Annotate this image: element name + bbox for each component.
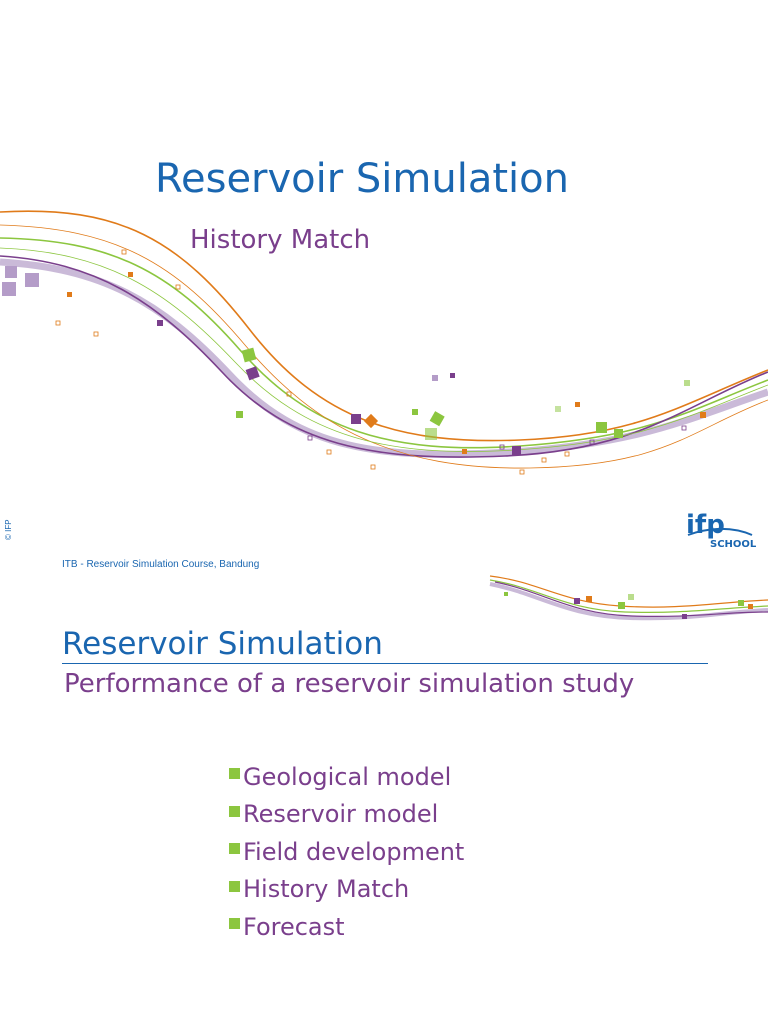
logo-sub: SCHOOL <box>710 539 757 550</box>
ifp-logo-icon: ifp SCHOOL <box>686 510 757 550</box>
title-divider <box>62 663 708 664</box>
bullet-item: Forecast <box>229 908 464 946</box>
slide-title: Reservoir Simulation <box>62 626 383 662</box>
bullet-item: History Match <box>229 871 464 909</box>
title-slide: Reservoir Simulation History Match © IFP… <box>0 156 768 570</box>
decorative-wave-graphic <box>489 575 768 621</box>
bullet-item: Field development <box>229 833 464 871</box>
bullet-item: Geological model <box>229 758 464 796</box>
slide-subtitle: History Match <box>190 225 371 255</box>
slide-title: Reservoir Simulation <box>155 156 569 202</box>
bullet-item: Reservoir model <box>229 796 464 834</box>
bullet-square-icon <box>229 880 240 892</box>
slide-footer: ITB - Reservoir Simulation Course, Bandu… <box>62 559 260 570</box>
bullet-square-icon <box>229 918 240 930</box>
bullet-list: Geological model Reservoir model Field d… <box>229 758 464 946</box>
decorative-wave-graphic <box>0 210 768 475</box>
bullet-square-icon <box>229 843 240 855</box>
copyright-label: © IFP <box>4 519 13 540</box>
slide-subtitle: Performance of a reservoir simulation st… <box>64 669 635 699</box>
bullet-square-icon <box>229 805 240 817</box>
ifp-school-logo: ifp SCHOOL <box>684 505 760 551</box>
bullet-square-icon <box>229 768 240 780</box>
content-slide: Reservoir Simulation Performance of a re… <box>0 572 768 1024</box>
logo-letters: ifp <box>686 510 725 540</box>
